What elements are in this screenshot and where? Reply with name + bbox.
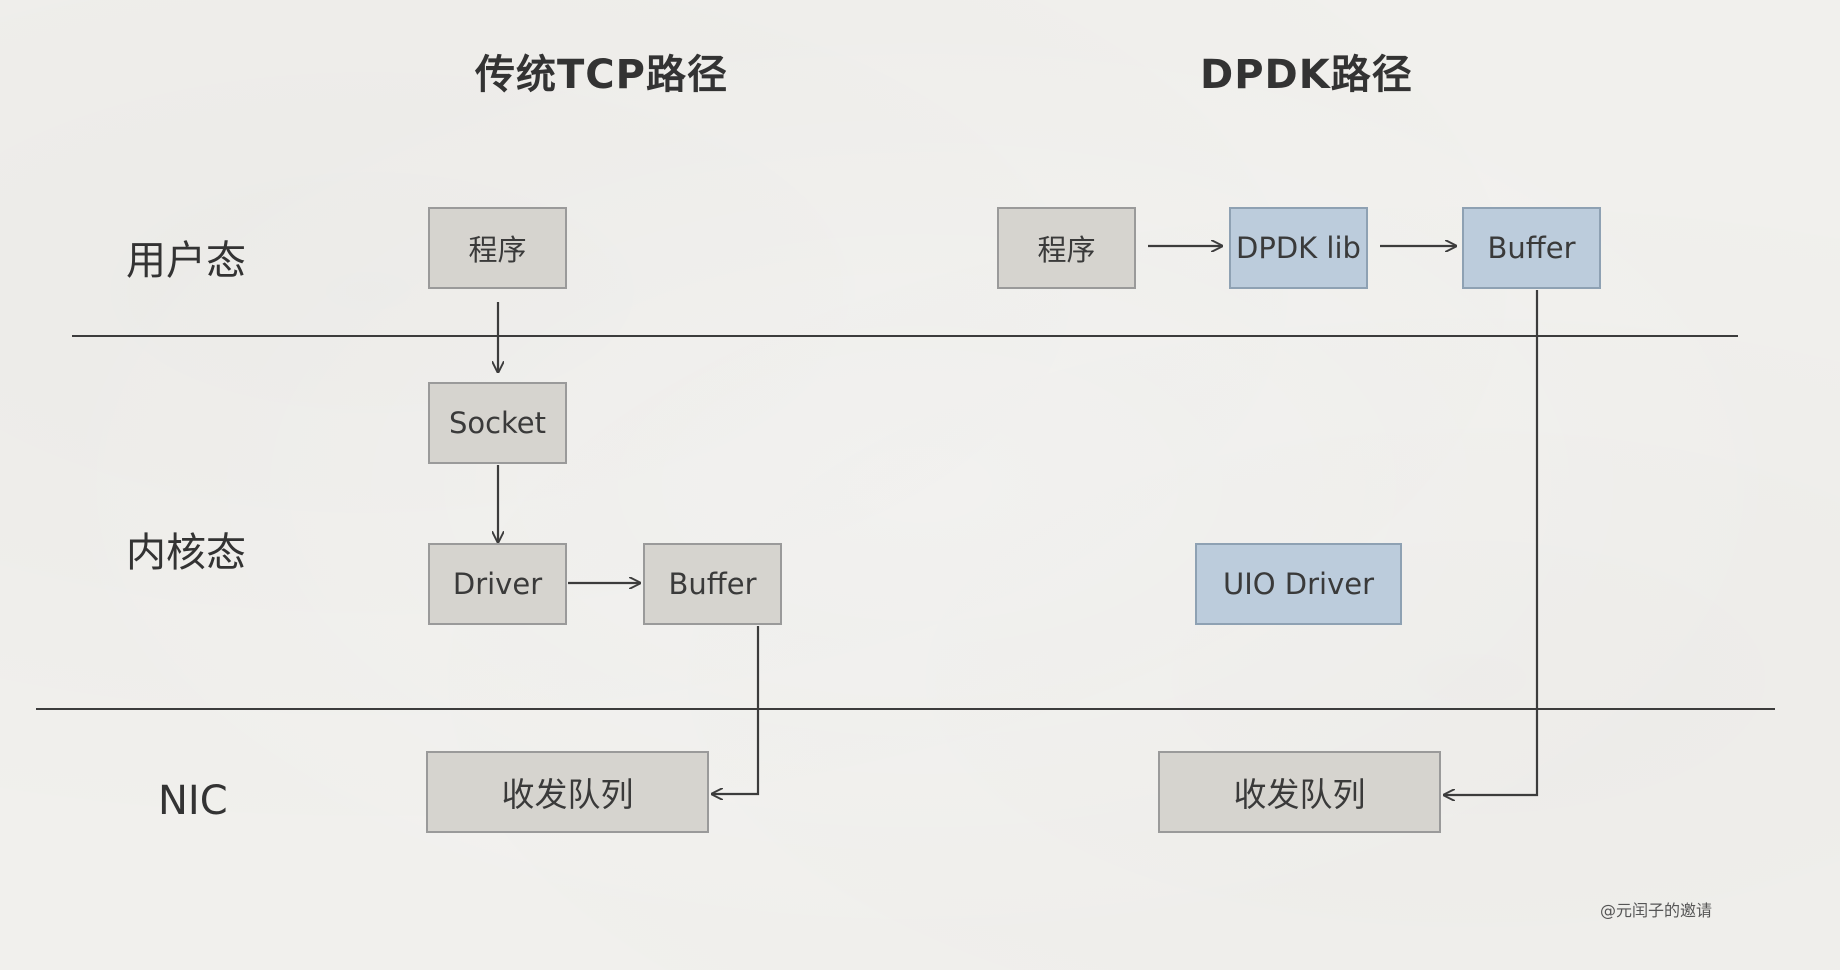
dpdk-program-box: 程序: [997, 207, 1136, 289]
tcp-program-box: 程序: [428, 207, 567, 289]
driver-box: Driver: [428, 543, 567, 625]
tcp-buffer-box: Buffer: [643, 543, 782, 625]
dpdk-path-title: DPDK路径: [1200, 52, 1413, 98]
uio-driver-box: UIO Driver: [1195, 543, 1402, 625]
dpdk-queue-box: 收发队列: [1158, 751, 1441, 833]
arrow-buffer-to-tcp-queue: [712, 626, 760, 794]
dpdk-lib-box: DPDK lib: [1229, 207, 1368, 289]
arrow-buffer-to-dpdk-queue: [1444, 290, 1539, 795]
nic-label: NIC: [158, 778, 228, 824]
socket-box: Socket: [428, 382, 567, 464]
dpdk-buffer-box: Buffer: [1462, 207, 1601, 289]
tcp-path-title: 传统TCP路径: [475, 52, 728, 98]
author-watermark: @元闰子的邀请: [1600, 901, 1713, 920]
tcp-queue-box: 收发队列: [426, 751, 709, 833]
user-space-label: 用户态: [126, 238, 246, 284]
kernel-space-label: 内核态: [126, 530, 246, 576]
